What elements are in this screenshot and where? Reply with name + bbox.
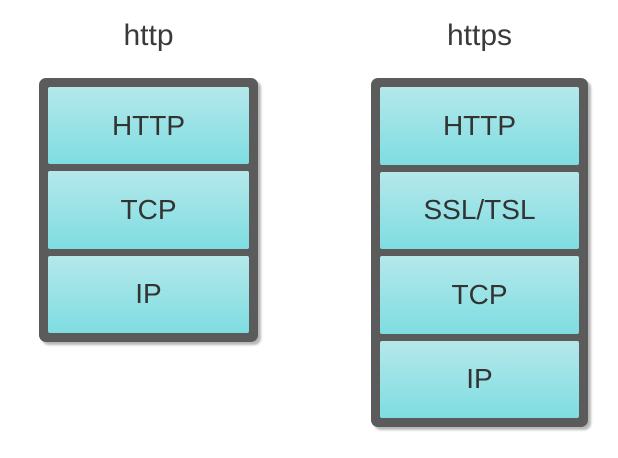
- stack-title-http: http: [123, 19, 174, 52]
- layer-label: HTTP: [111, 109, 186, 141]
- layer-box-https-1: HTTP: [380, 87, 579, 165]
- stack-frame-https: HTTP SSL/TSL TCP IP: [371, 78, 588, 427]
- layer-label: HTTP: [442, 109, 517, 141]
- layer-box-http-3: IP: [48, 255, 249, 333]
- layer-label: TCP: [120, 193, 177, 225]
- stack-frame-http: HTTP TCP IP: [39, 78, 258, 342]
- layer-box-http-1: HTTP: [48, 87, 249, 165]
- layer-label: SSL/TSL: [423, 194, 536, 226]
- protocol-stack-https: https HTTP SSL/TSL TCP IP: [371, 18, 588, 427]
- layer-box-https-3: TCP: [380, 256, 579, 334]
- stack-title-https: https: [446, 19, 513, 52]
- layer-label: IP: [466, 363, 493, 395]
- layer-box-http-2: TCP: [48, 171, 249, 249]
- layer-label: TCP: [451, 278, 508, 310]
- protocol-stack-http: http HTTP TCP IP: [39, 18, 258, 342]
- layer-box-https-2: SSL/TSL: [380, 171, 579, 249]
- layer-box-https-4: IP: [380, 340, 579, 418]
- layer-label: IP: [135, 278, 162, 310]
